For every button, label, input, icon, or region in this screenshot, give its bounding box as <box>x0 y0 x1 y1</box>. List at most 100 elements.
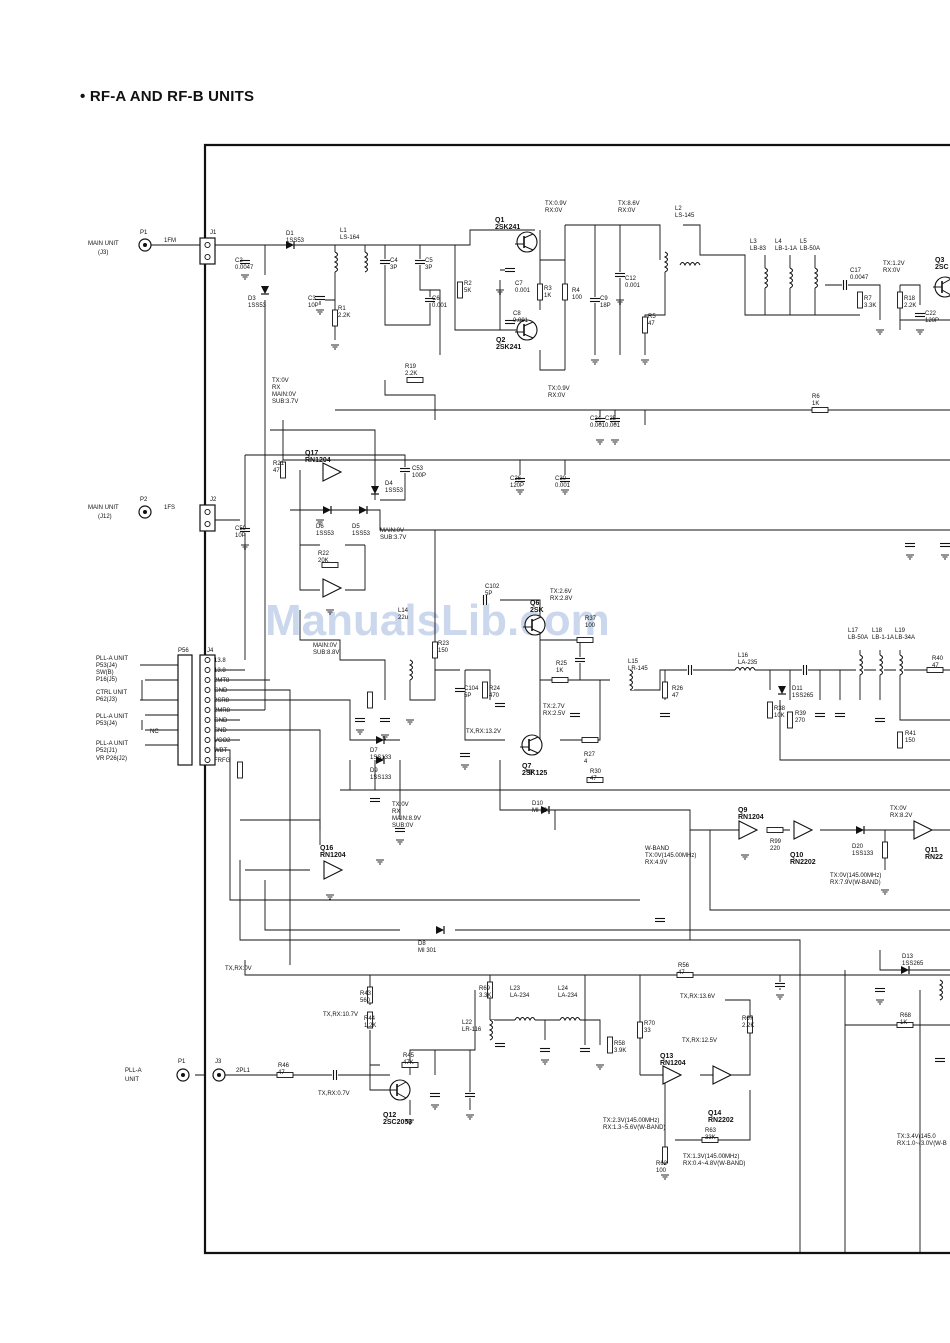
coil-ref-label: L1 <box>340 228 347 234</box>
left-connector-label: PLL-A UNIT <box>96 714 128 720</box>
resistor-value-label: 1K <box>544 293 551 299</box>
transistor-value-label: RN1204 <box>305 457 331 464</box>
capacitor-ref-label: C59 <box>235 526 247 532</box>
resistor-ref-label: R7 <box>864 296 872 302</box>
capacitor-value-label: 0.001 <box>590 423 606 429</box>
coil-value-label: LB-50A <box>848 635 868 641</box>
capacitor-value-label: 120P <box>925 318 939 324</box>
transistor-ref-label: Q9 <box>738 807 747 814</box>
resistor-value-label: 47 <box>672 693 679 699</box>
coil-ref-label: L19 <box>895 628 906 634</box>
resistor-value-label: 2.2K <box>405 371 417 377</box>
diode-ref-label: D1 <box>286 231 294 237</box>
j3-jack <box>212 1068 226 1082</box>
diode-ref-label: D9 <box>370 768 378 774</box>
left-connector-label: P53(J4) <box>96 721 117 727</box>
capacitor-ref-label: C24 <box>590 416 602 422</box>
p56-block <box>177 654 193 766</box>
coil-ref-label: L18 <box>872 628 883 634</box>
j3-ref: J3 <box>215 1059 222 1065</box>
resistor-value-label: 150 <box>905 738 916 744</box>
ground-symbols <box>240 274 950 1180</box>
diode-ref-label: D13 <box>902 954 914 960</box>
p1-pll-signal: 2PL1 <box>236 1068 251 1074</box>
p1-main-signal: 1FM <box>164 238 176 244</box>
capacitor-ref-label: C2 <box>235 258 243 264</box>
transistor-ref-label: Q17 <box>305 450 318 457</box>
resistor-ref-label: R43 <box>360 991 372 997</box>
resistor-ref-label: R24 <box>489 686 501 692</box>
resistor-ref-label: R30 <box>590 769 602 775</box>
ann-d9-b: RX <box>392 809 400 815</box>
d20-symbol <box>855 825 865 835</box>
resistor-ref-label: R21 <box>273 461 285 467</box>
j2-block <box>199 504 216 532</box>
resistor-ref-label: R26 <box>672 686 684 692</box>
resistor-ref-label: R44 <box>364 1016 376 1022</box>
capacitor-ref-label: C104 <box>464 686 479 692</box>
ann-q2-rx: RX:0V <box>548 393 565 399</box>
left-connector-label: NC <box>150 729 159 735</box>
left-connector-label: P52(J1) <box>96 748 117 754</box>
j4-pin-label: 13.8 <box>214 668 226 674</box>
q10-symbol <box>793 820 813 840</box>
p2-main-desc: MAIN UNIT <box>88 505 119 511</box>
ann-q6-tx: TX:2.6V <box>550 589 572 595</box>
resistor-value-label: 47 <box>932 663 939 669</box>
transistor-ref-label: Q10 <box>790 852 803 859</box>
ann-q13-d: RX:1.3~5.6V(W-BAND) <box>603 1125 665 1131</box>
resistor-value-label: 100 <box>656 1168 667 1174</box>
diode-value-label: 1SS265 <box>792 693 814 699</box>
d5-symbol <box>358 505 368 515</box>
j4-pin <box>204 657 211 663</box>
resistor-ref-label: R68 <box>900 1013 912 1019</box>
ann-wband-c: RX:4.9V <box>645 860 667 866</box>
resistor-value-label: 3.9K <box>614 1048 626 1054</box>
transistor-ref-label: Q12 <box>383 1112 396 1119</box>
connector-labels: P1 MAIN UNIT (J3) 1FM J1 P2 MAIN UNIT (J… <box>88 230 251 1083</box>
transistor-ref-label: Q14 <box>708 1110 721 1117</box>
resistor-ref-label: R63 <box>705 1128 717 1134</box>
ann-q3-tx: TX:1.2V <box>883 261 905 267</box>
resistor-ref-label: R27 <box>584 752 596 758</box>
left-connector-label: P16(J5) <box>96 677 117 683</box>
capacitor-value-label: 0.001 <box>515 288 531 294</box>
diode-ref-label: D3 <box>248 296 256 302</box>
p1-pll-jack <box>176 1068 190 1082</box>
j4-pin-label: WBT <box>214 748 228 754</box>
transistor-value-label: 2SK241 <box>496 344 521 351</box>
resistor-value-label: 10K <box>774 713 785 719</box>
transistor-ref-label: Q2 <box>496 337 505 344</box>
ann-q13-b: TX,RX:12.5V <box>682 1038 717 1044</box>
transistor-ref-label: Q11 <box>925 847 938 854</box>
resistor-value-label: 47 <box>678 970 685 976</box>
ann-sw1-c: MAIN:0V <box>272 392 296 398</box>
capacitor-value-label: 5P <box>485 591 492 597</box>
transistor-ref-label: Q3 <box>935 257 944 264</box>
resistor-value-label: 5K <box>464 288 471 294</box>
j1-block <box>199 237 216 265</box>
p1-main-jack <box>138 238 152 252</box>
d13-symbol <box>900 965 910 975</box>
q11-symbol <box>913 820 933 840</box>
ann-q11-rx: RX:8.2V <box>890 813 912 819</box>
resistor-value-label: 3.3K <box>479 993 491 999</box>
resistor-ref-label: R46 <box>278 1063 290 1069</box>
ann-sw2-a: MAIN:0V <box>380 528 404 534</box>
resistor-ref-label: R56 <box>678 963 690 969</box>
resistor-value-label: 470 <box>489 693 500 699</box>
p1-pll-sub: UNIT <box>125 1077 139 1083</box>
diode-ref-label: D7 <box>370 748 378 754</box>
page-title: • RF-A AND RF-B UNITS <box>80 88 255 105</box>
left-connector-label: CTRL UNIT <box>96 690 127 696</box>
transistor-ref-label: Q1 <box>495 217 504 224</box>
resistor-value-label: 560 <box>360 998 371 1004</box>
capacitor-ref-label: C9 <box>600 296 608 302</box>
capacitor-value-label: 0.001 <box>605 423 621 429</box>
capacitor-ref-label: C3 <box>308 296 316 302</box>
resistor-ref-label: R67 <box>742 1016 754 1022</box>
capacitor-value-label: 0.0047 <box>235 265 254 271</box>
resistor-value-label: 150 <box>438 648 449 654</box>
